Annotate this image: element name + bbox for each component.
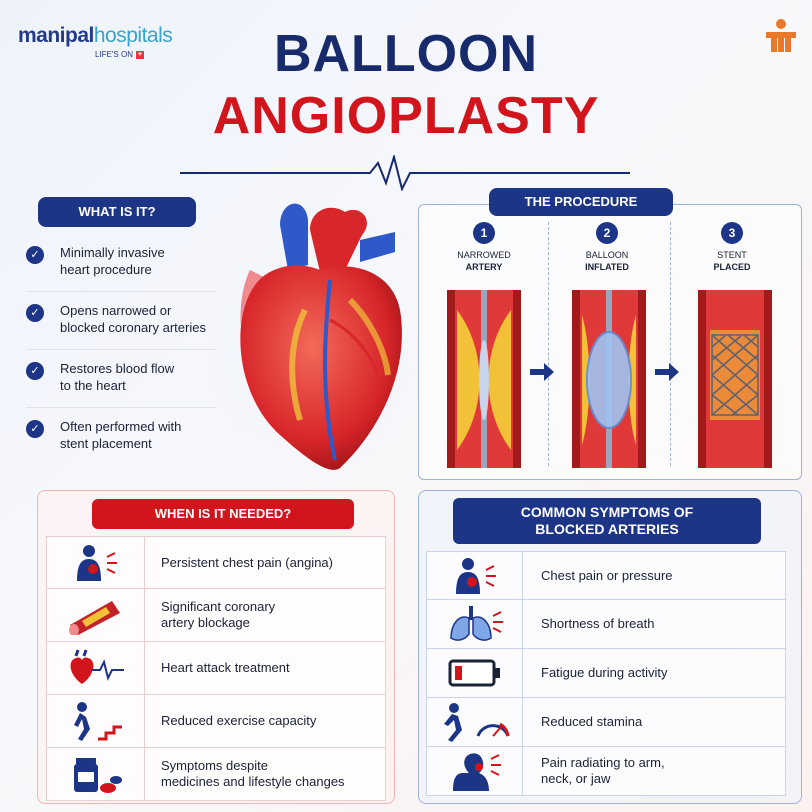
what-is-it-heading: WHAT IS IT? — [38, 197, 196, 227]
step-label: NARROWED — [457, 250, 511, 260]
title-line2: ANGIOPLASTY — [212, 87, 600, 145]
step-label: INFLATED — [585, 262, 629, 272]
walking-stairs-icon — [73, 702, 122, 741]
step-label: BALLOON — [585, 250, 629, 260]
row-text: Persistent chest pain (angina) — [161, 554, 333, 570]
arrow-right-icon — [655, 363, 679, 381]
stent-placed-illustration — [698, 290, 772, 468]
row-text: medicines and lifestyle changes — [161, 774, 345, 789]
blocked-artery-icon — [68, 601, 120, 635]
item-text: heart procedure — [60, 262, 152, 277]
check-icon: ✓ — [26, 362, 44, 380]
table-row: Persistent chest pain (angina) — [46, 536, 386, 589]
table-row: Reduced stamina — [426, 698, 786, 747]
row-text: Fatigue during activity — [541, 665, 668, 680]
what-is-it-list: ✓ Minimally invasive heart procedure ✓ Op… — [26, 234, 216, 466]
row-text: Pain radiating to arm, — [541, 755, 665, 770]
row-text: Heart attack treatment — [161, 660, 290, 675]
check-icon: ✓ — [26, 420, 44, 438]
row-text: Shortness of breath — [541, 616, 655, 631]
title-line1: BALLOON — [273, 25, 539, 83]
item-text: Minimally invasive — [60, 245, 165, 260]
narrowed-artery-illustration — [447, 290, 521, 468]
heartbeat-line-icon — [180, 155, 630, 191]
table-row: Pain radiating to arm,neck, or jaw — [426, 747, 786, 796]
row-text: neck, or jaw — [541, 771, 611, 786]
brand-logo: manipalhospitals LIFE'S ON+ — [18, 24, 173, 59]
step-number: 3 — [721, 222, 743, 244]
table-row: Shortness of breath — [426, 600, 786, 649]
list-item: ✓ Minimally invasive heart procedure — [26, 234, 216, 292]
list-item: ✓ Often performed with stent placement — [26, 408, 216, 466]
brand-tagline-mark: + — [135, 50, 144, 59]
low-battery-icon — [448, 659, 500, 687]
row-text: Reduced stamina — [541, 714, 643, 729]
step-number: 2 — [596, 222, 618, 244]
row-text: Chest pain or pressure — [541, 567, 673, 583]
table-row: Chest pain or pressure — [426, 551, 786, 600]
heart-illustration — [210, 203, 425, 475]
jaw-pain-icon — [452, 753, 501, 791]
arrow-right-icon — [530, 363, 554, 381]
item-text: blocked coronary arteries — [60, 320, 206, 335]
check-icon: ✓ — [26, 304, 44, 322]
brand-name-part1: manipal — [18, 24, 94, 47]
lungs-icon — [449, 606, 503, 641]
row-text: artery blockage — [161, 615, 250, 630]
runner-gauge-icon — [443, 703, 509, 742]
procedure-step-1: 1 NARROWED ARTERY — [429, 222, 539, 272]
symptoms-heading: COMMON SYMPTOMS OF BLOCKED ARTERIES — [453, 498, 761, 544]
brand-name-part2: hospitals — [93, 24, 173, 47]
balloon-inflated-illustration — [572, 290, 646, 468]
procedure-heading: THE PROCEDURE — [489, 188, 673, 216]
heart-ecg-icon — [70, 649, 124, 684]
item-text: Opens narrowed or — [60, 303, 172, 318]
medicine-icon — [73, 758, 122, 793]
list-item: ✓ Restores blood flow to the heart — [26, 350, 216, 408]
step-divider — [670, 222, 671, 466]
step-divider — [548, 222, 549, 466]
item-text: stent placement — [60, 436, 152, 451]
when-needed-heading: WHEN IS IT NEEDED? — [92, 499, 354, 529]
item-text: to the heart — [60, 378, 126, 393]
table-row: Heart attack treatment — [46, 642, 386, 695]
check-icon: ✓ — [26, 246, 44, 264]
item-text: Often performed with — [60, 419, 182, 434]
symptoms-heading-line2: BLOCKED ARTERIES — [535, 521, 679, 537]
step-label: ARTERY — [465, 262, 503, 272]
row-text: Significant coronary — [161, 599, 276, 614]
symptoms-heading-line1: COMMON SYMPTOMS OF — [520, 504, 694, 520]
chest-pain-icon — [455, 557, 496, 594]
procedure-step-3: 3 STENT PLACED — [677, 222, 787, 272]
symptoms-table: Chest pain or pressure Shortness of brea… — [426, 551, 786, 796]
item-text: Restores blood flow — [60, 361, 175, 376]
row-text: Symptoms despite — [161, 758, 268, 773]
brand-mark-icon — [766, 19, 796, 52]
chest-pain-icon — [76, 544, 117, 581]
step-label: PLACED — [713, 262, 751, 272]
step-label: STENT — [717, 250, 747, 260]
table-row: Fatigue during activity — [426, 649, 786, 698]
when-needed-table: Persistent chest pain (angina) Significa… — [46, 536, 386, 801]
procedure-step-2: 2 BALLOON INFLATED — [552, 222, 662, 272]
table-row: Reduced exercise capacity — [46, 695, 386, 748]
list-item: ✓ Opens narrowed or blocked coronary arte… — [26, 292, 216, 350]
row-text: Reduced exercise capacity — [161, 713, 317, 728]
brand-tagline: LIFE'S ON — [95, 50, 133, 59]
step-number: 1 — [473, 222, 495, 244]
